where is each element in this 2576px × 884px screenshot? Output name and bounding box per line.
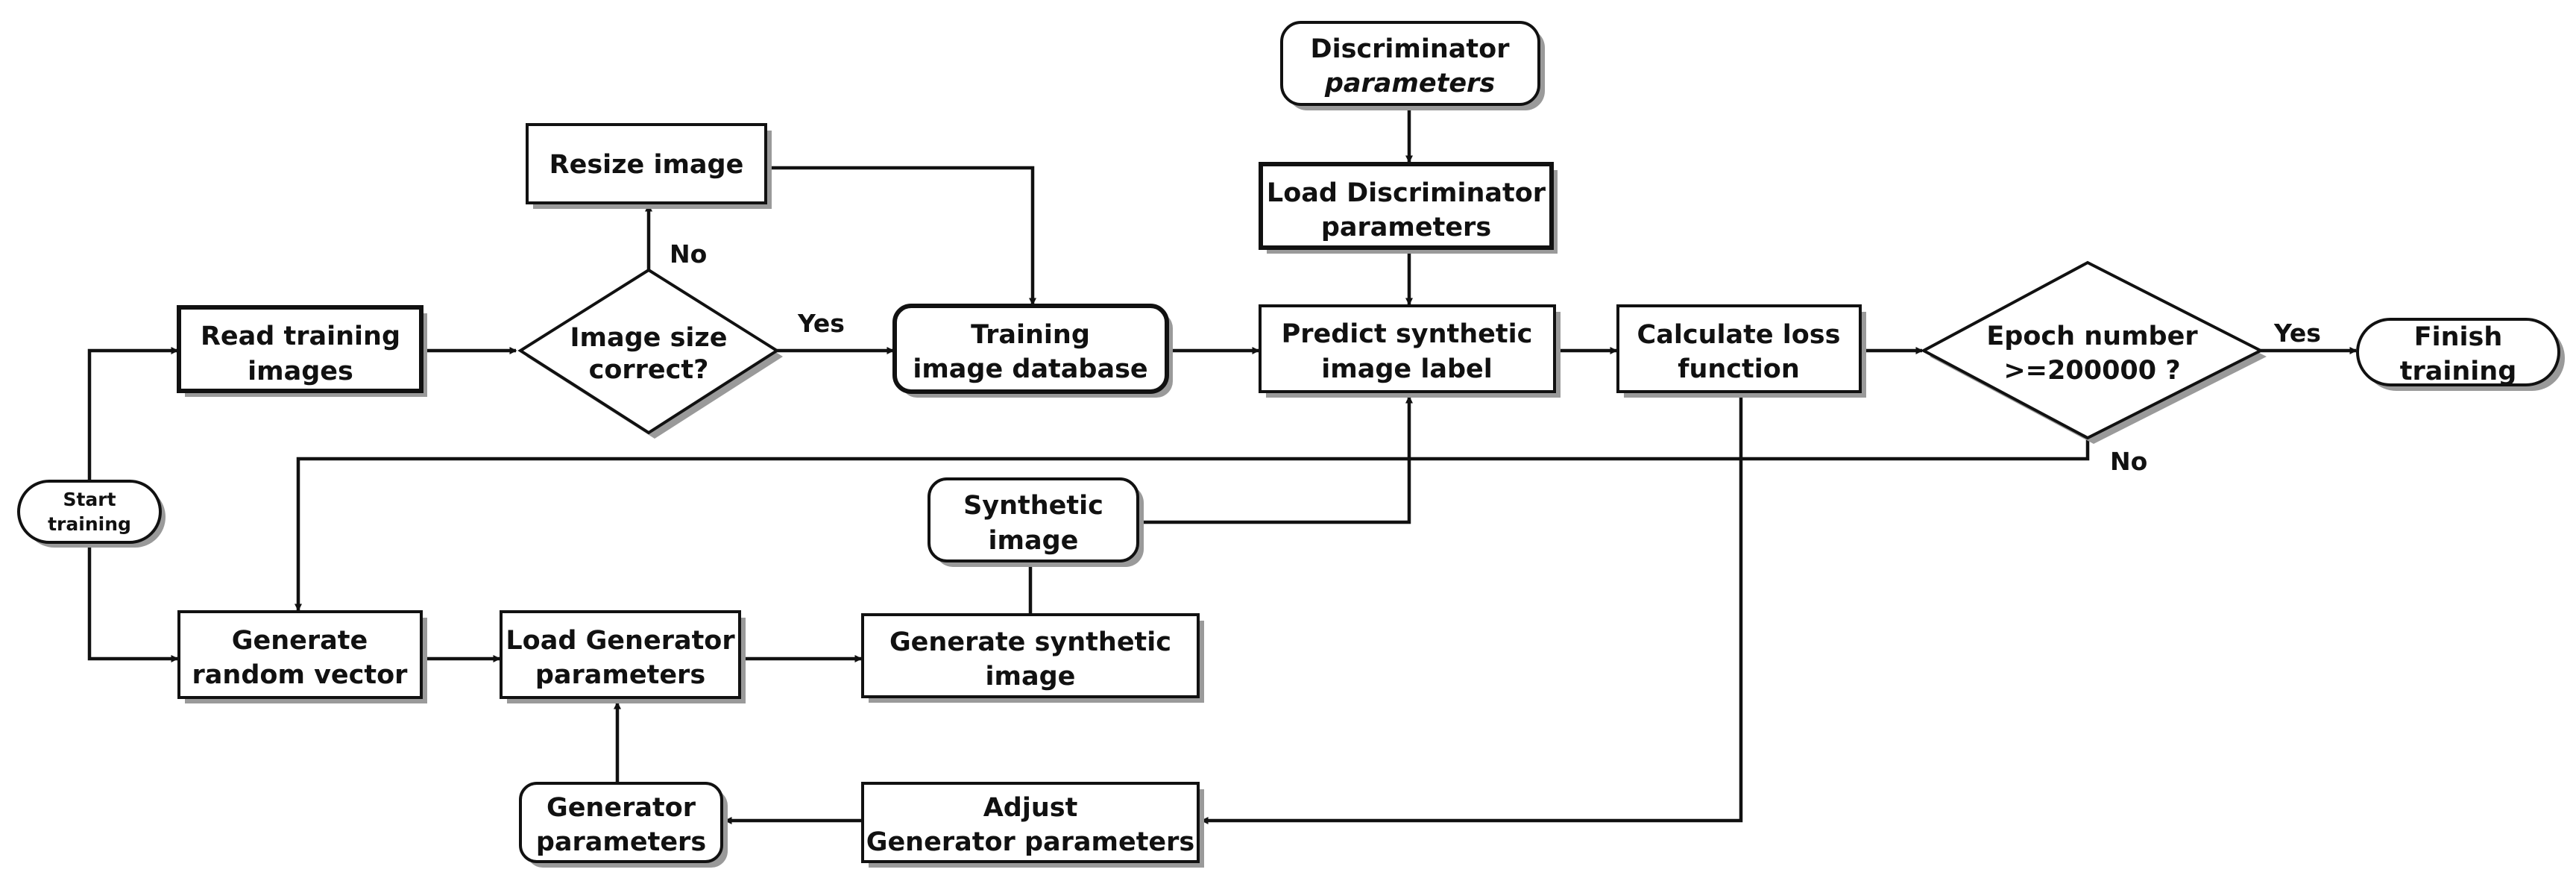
read-training-images-node: Read training images <box>177 305 427 397</box>
generate-random-vector-label-2: random vector <box>192 660 409 690</box>
edge-start-to-generate-random-vector <box>87 545 179 662</box>
epoch-number-check-label-1: Epoch number <box>1986 322 2198 351</box>
generate-synthetic-image-label-2: image <box>986 662 1076 692</box>
resize-image-node: Resize image <box>526 123 772 209</box>
calculate-loss-function-label-2: function <box>1678 354 1800 384</box>
svg-text:parameters: parameters <box>536 827 706 857</box>
svg-text:Finish: Finish <box>2414 322 2503 352</box>
epoch-number-check-label-2: >=200000 ? <box>2003 356 2180 386</box>
calculate-loss-function-label-1: Calculate loss <box>1637 320 1841 350</box>
epoch-number-check-decision: Epoch number >=200000 ? <box>1920 260 2267 444</box>
svg-text:Adjust: Adjust <box>983 793 1078 823</box>
svg-text:image label: image label <box>1321 354 1492 384</box>
synthetic-image-label-2: image <box>989 526 1079 556</box>
svg-text:image database: image database <box>913 354 1147 384</box>
predict-synthetic-image-label-node: Predict synthetic image label <box>1259 304 1561 398</box>
synthetic-image-label-1: Synthetic <box>963 491 1103 521</box>
adjust-generator-parameters-label-1: Adjust <box>983 793 1078 823</box>
svg-text:Epoch number: Epoch number <box>1986 322 2198 351</box>
svg-text:random vector: random vector <box>192 660 409 690</box>
svg-text:image: image <box>986 662 1076 692</box>
svg-text:Calculate loss: Calculate loss <box>1637 320 1841 350</box>
edge-epoch-check-no-to-generate-random-vector <box>295 435 2090 612</box>
svg-text:Generate: Generate <box>232 626 368 656</box>
edge-labels: No Yes Yes No <box>670 239 2321 476</box>
generate-synthetic-image-node: Generate synthetic image <box>861 613 1204 703</box>
start-training-label-2: training <box>48 513 131 535</box>
svg-text:function: function <box>1678 354 1800 384</box>
image-size-check-label-2: correct? <box>589 355 709 385</box>
start-training-node: Start training <box>17 480 166 548</box>
epoch-check-no-label: No <box>2110 447 2147 476</box>
edge-resize-to-database <box>768 166 1036 306</box>
finish-training-label-1: Finish <box>2414 322 2503 352</box>
finish-training-label-2: training <box>2400 357 2517 386</box>
load-generator-parameters-node: Load Generator parameters <box>500 610 746 703</box>
svg-text:Load Discriminator: Load Discriminator <box>1267 178 1546 208</box>
training-image-database-label-1: Training <box>971 320 1090 350</box>
read-training-images-label-1: Read training <box>201 322 400 351</box>
edge-loss-to-adjust-generator <box>1200 392 1743 824</box>
generate-random-vector-node: Generate random vector <box>177 610 427 703</box>
svg-text:parameters: parameters <box>1321 213 1491 242</box>
svg-text:Load Generator: Load Generator <box>506 626 735 656</box>
discriminator-parameters-label-1: Discriminator <box>1311 34 1511 64</box>
flow-nodes: Start training Read training images Imag… <box>17 21 2565 868</box>
generator-parameters-node: Generator parameters <box>519 782 728 868</box>
read-training-images-label-2: images <box>248 357 353 386</box>
svg-text:image: image <box>989 526 1079 556</box>
svg-text:Read training: Read training <box>201 322 400 351</box>
edge-synthetic-image-to-predict <box>1141 395 1413 524</box>
load-discriminator-parameters-label-1: Load Discriminator <box>1267 178 1546 208</box>
svg-text:parameters: parameters <box>535 660 705 690</box>
calculate-loss-function-node: Calculate loss function <box>1616 304 1866 398</box>
generator-parameters-label-1: Generator <box>547 793 696 823</box>
svg-text:Generator parameters: Generator parameters <box>866 827 1195 857</box>
svg-text:images: images <box>248 357 353 386</box>
svg-text:training: training <box>48 513 131 535</box>
svg-text:Predict synthetic: Predict synthetic <box>1282 319 1533 349</box>
svg-text:Discriminator: Discriminator <box>1311 34 1511 64</box>
load-discriminator-parameters-label-2: parameters <box>1321 213 1491 242</box>
size-check-no-label: No <box>670 239 707 269</box>
svg-text:training: training <box>2400 357 2517 386</box>
svg-text:Start: Start <box>63 489 116 510</box>
training-image-database-node: Training image database <box>892 304 1173 398</box>
generate-synthetic-image-label-1: Generate synthetic <box>889 627 1171 657</box>
load-generator-parameters-label-2: parameters <box>535 660 705 690</box>
flow-connectors <box>87 104 2358 824</box>
resize-image-label: Resize image <box>549 150 744 180</box>
predict-synthetic-image-label-2: image label <box>1321 354 1492 384</box>
synthetic-image-node: Synthetic image <box>928 477 1144 567</box>
training-image-database-label-2: image database <box>913 354 1147 384</box>
svg-text:parameters: parameters <box>1324 69 1495 98</box>
image-size-check-decision: Image size correct? <box>517 268 783 439</box>
svg-text:>=200000 ?: >=200000 ? <box>2003 356 2180 386</box>
svg-text:Generate synthetic: Generate synthetic <box>889 627 1171 657</box>
svg-text:correct?: correct? <box>589 355 709 385</box>
generate-random-vector-label-1: Generate <box>232 626 368 656</box>
load-generator-parameters-label-1: Load Generator <box>506 626 735 656</box>
epoch-check-yes-label: Yes <box>2273 319 2321 348</box>
svg-text:Resize image: Resize image <box>549 150 744 180</box>
svg-text:Image size: Image size <box>570 323 727 353</box>
svg-text:Training: Training <box>971 320 1090 350</box>
image-size-check-label-1: Image size <box>570 323 727 353</box>
size-check-yes-label: Yes <box>797 309 845 338</box>
start-training-label-1: Start <box>63 489 116 510</box>
adjust-generator-parameters-node: Adjust Generator parameters <box>861 782 1204 868</box>
svg-text:Synthetic: Synthetic <box>963 491 1103 521</box>
svg-text:Generator: Generator <box>547 793 696 823</box>
discriminator-parameters-node: Discriminator parameters <box>1280 21 1545 110</box>
predict-synthetic-image-label-1: Predict synthetic <box>1282 319 1533 349</box>
load-discriminator-parameters-node: Load Discriminator parameters <box>1259 162 1558 254</box>
adjust-generator-parameters-label-2: Generator parameters <box>866 827 1195 857</box>
generator-parameters-label-2: parameters <box>536 827 706 857</box>
edge-start-to-read-images <box>87 347 179 485</box>
finish-training-node: Finish training <box>2356 318 2565 391</box>
discriminator-parameters-label-2: parameters <box>1324 69 1495 98</box>
